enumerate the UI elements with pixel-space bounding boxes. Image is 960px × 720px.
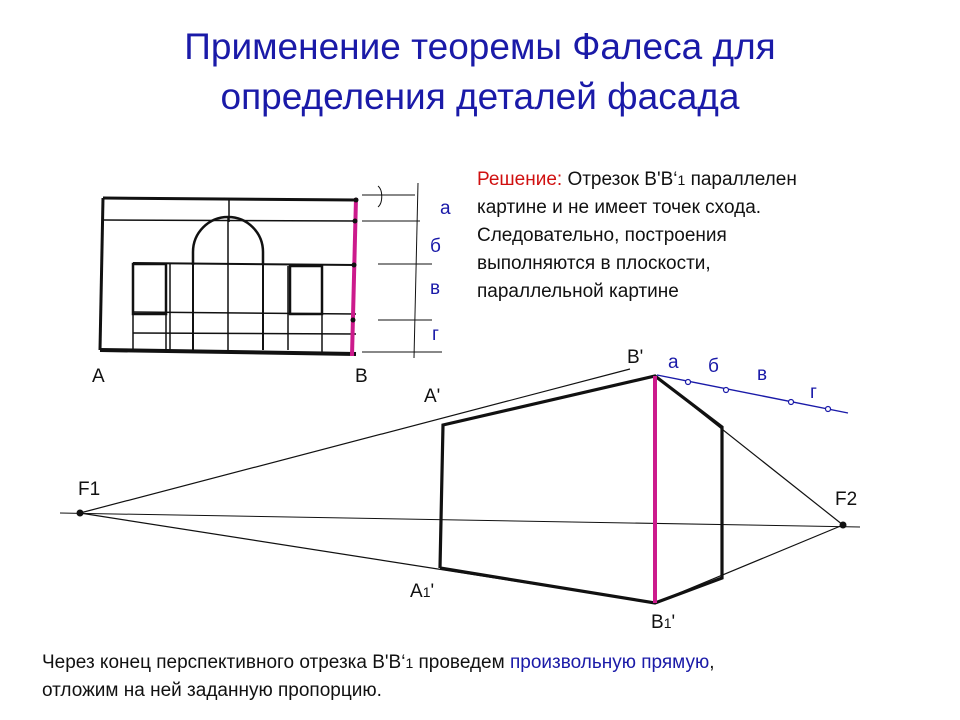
facade-scale: [362, 182, 442, 359]
facade-left-edge: [98, 197, 105, 351]
scale-label-a: а: [440, 198, 451, 219]
solution-line-4: выполняются в плоскости,: [477, 253, 711, 274]
facade-bottom-edge: [99, 348, 357, 356]
solution-line-3: Следовательно, построения: [477, 225, 727, 246]
solution-label: Решение:: [477, 169, 563, 190]
facade-window-top-line: [132, 262, 357, 266]
label-A-prime: A': [424, 386, 440, 407]
scale-label-v: в: [430, 278, 440, 299]
scale-label-g: г: [432, 324, 439, 345]
arb-label-a: а: [668, 352, 679, 373]
solution-line-2: картине и не имеет точек схода.: [477, 197, 762, 218]
footer-text: Через конец перспективного отрезка B'B‘1…: [42, 649, 942, 705]
solution-line-1: Отрезок B'B‘: [562, 169, 678, 190]
footer-p1-mid: проведем: [413, 652, 510, 673]
facade-drawing: [98, 196, 357, 356]
solution-line-5: параллельной картине: [477, 281, 679, 302]
arb-label-g: г: [810, 382, 817, 403]
vanishing-lines-f2: [654, 375, 844, 604]
title-line-2: определения деталей фасада: [220, 76, 740, 117]
arbitrary-line-points: [684, 378, 832, 413]
footer-p2: отложим на ней заданную пропорцию.: [42, 680, 382, 701]
facade-arch-jambs: [192, 265, 264, 350]
solution-text: Решение: Отрезок B'B‘1 параллелен картин…: [477, 166, 897, 306]
horizon-line: [59, 512, 861, 528]
vanishing-lines-f1: [79, 368, 656, 604]
label-B-prime: B': [627, 347, 643, 368]
facade-arch: [191, 215, 265, 265]
facade-window-1: [131, 262, 168, 316]
scale-vertical: [413, 182, 419, 359]
scale-bracket: [377, 185, 383, 208]
building-outline: [438, 374, 724, 605]
scale-label-b: б: [430, 236, 441, 257]
footer-p1-blue: произвольную прямую: [509, 652, 710, 673]
vanishing-point-f2: [839, 521, 847, 529]
arb-label-v: в: [757, 364, 767, 385]
footer-p1-end: ,: [709, 652, 715, 673]
solution-sub-1: 1: [677, 172, 686, 188]
facade-true-height-line: [350, 197, 358, 357]
solution-line-1-end: параллелен: [685, 169, 797, 190]
label-F1: F1: [78, 479, 100, 500]
vanishing-point-f1: [76, 509, 84, 517]
facade-column-left: [165, 264, 171, 350]
footer-p1-sub: 1: [405, 655, 414, 671]
label-A1-prime: A1': [410, 581, 434, 602]
facade-window-2: [288, 264, 324, 316]
page-title: Применение теоремы Фалеса для определени…: [0, 22, 960, 122]
arb-label-b: б: [708, 356, 719, 377]
label-B: B: [355, 366, 368, 387]
label-B1-prime: B1': [651, 612, 675, 633]
label-A: A: [92, 366, 105, 387]
label-F2: F2: [835, 489, 857, 510]
facade-edge-points: [350, 197, 359, 323]
title-line-1: Применение теоремы Фалеса для: [184, 26, 776, 67]
footer-p1: Через конец перспективного отрезка B'B‘: [42, 652, 406, 673]
